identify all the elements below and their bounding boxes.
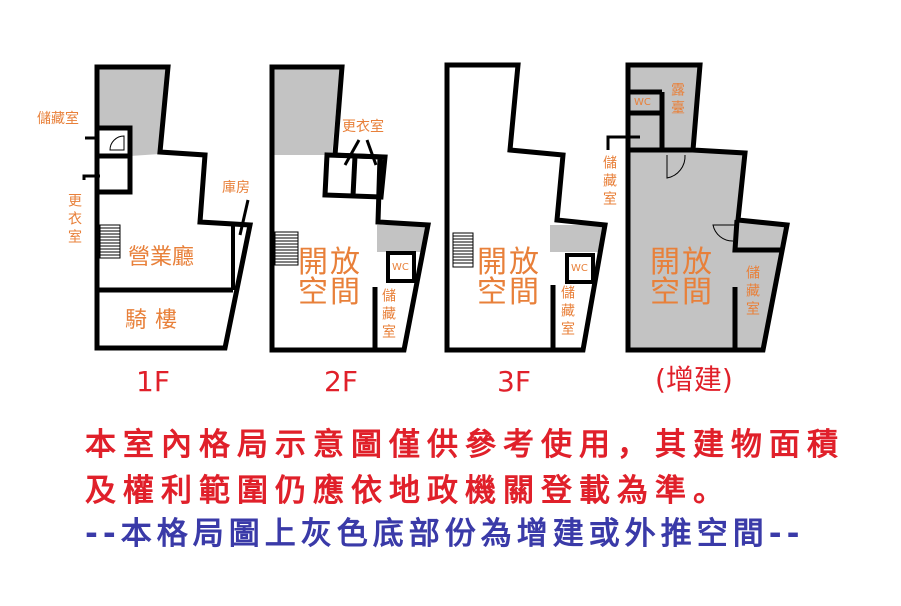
floor-label-extension: (增建): [655, 363, 733, 396]
extension-area: [273, 67, 340, 155]
label-2f-open-space: 開放空間: [298, 245, 362, 310]
stairs-icon: [452, 232, 474, 268]
door-swing-icon: [109, 135, 125, 151]
outer-wall: [94, 64, 254, 351]
extension-area: [98, 67, 168, 156]
wc-room: [386, 251, 416, 283]
extension-area: [550, 225, 603, 252]
label-3f-storage: 儲藏室: [559, 285, 575, 339]
outer-wall: [625, 62, 790, 353]
stairs-icon: [99, 224, 121, 259]
floor-label-2f: 2F: [324, 365, 358, 398]
plan-1f: [82, 64, 254, 351]
label-2f-storage: 儲藏室: [380, 288, 396, 342]
dressing-room: [322, 152, 388, 200]
door-swing-icon: [712, 224, 735, 242]
stairs-icon: [274, 231, 299, 266]
floor-label-3f: 3F: [497, 365, 531, 398]
note-line-2: 及權利範圍仍應依地政機關登載為準。: [85, 473, 731, 509]
note-line-1: 本室內格局示意圖僅供參考使用，其建物面積: [85, 427, 845, 463]
label-1f-arcade: 騎樓: [125, 308, 186, 333]
label-1f-dressing: 更衣室: [66, 193, 82, 247]
outer-wall: [269, 64, 431, 353]
floor-label-1f: 1F: [136, 365, 170, 398]
door-swing-icon: [666, 154, 686, 179]
wc-room: [565, 253, 595, 284]
label-3f-wc: WC: [571, 263, 588, 274]
label-3f-open-space: 開放空間: [477, 245, 541, 310]
extension-area: [377, 225, 427, 252]
outer-wall: [444, 62, 608, 353]
label-1f-garage: 庫房: [222, 180, 250, 196]
plan-3f: [444, 62, 608, 353]
plan-extension: [606, 62, 790, 353]
label-1f-storage: 儲藏室: [37, 111, 79, 127]
label-ext-storage-right: 儲藏室: [744, 265, 760, 319]
label-ext-terrace: 露臺: [669, 82, 685, 118]
storage-closet: [94, 125, 133, 195]
label-1f-hall: 營業廳: [128, 245, 195, 270]
label-2f-dressing: 更衣室: [342, 119, 384, 135]
label-ext-open-space: 開放空間: [650, 245, 714, 310]
label-2f-wc: WC: [392, 262, 409, 273]
plan-2f: [269, 64, 431, 353]
label-ext-storage-left: 儲藏室: [601, 155, 617, 209]
label-ext-wc: WC: [634, 97, 651, 108]
note-line-3: --本格局圖上灰色底部份為增建或外推空間--: [85, 516, 805, 552]
